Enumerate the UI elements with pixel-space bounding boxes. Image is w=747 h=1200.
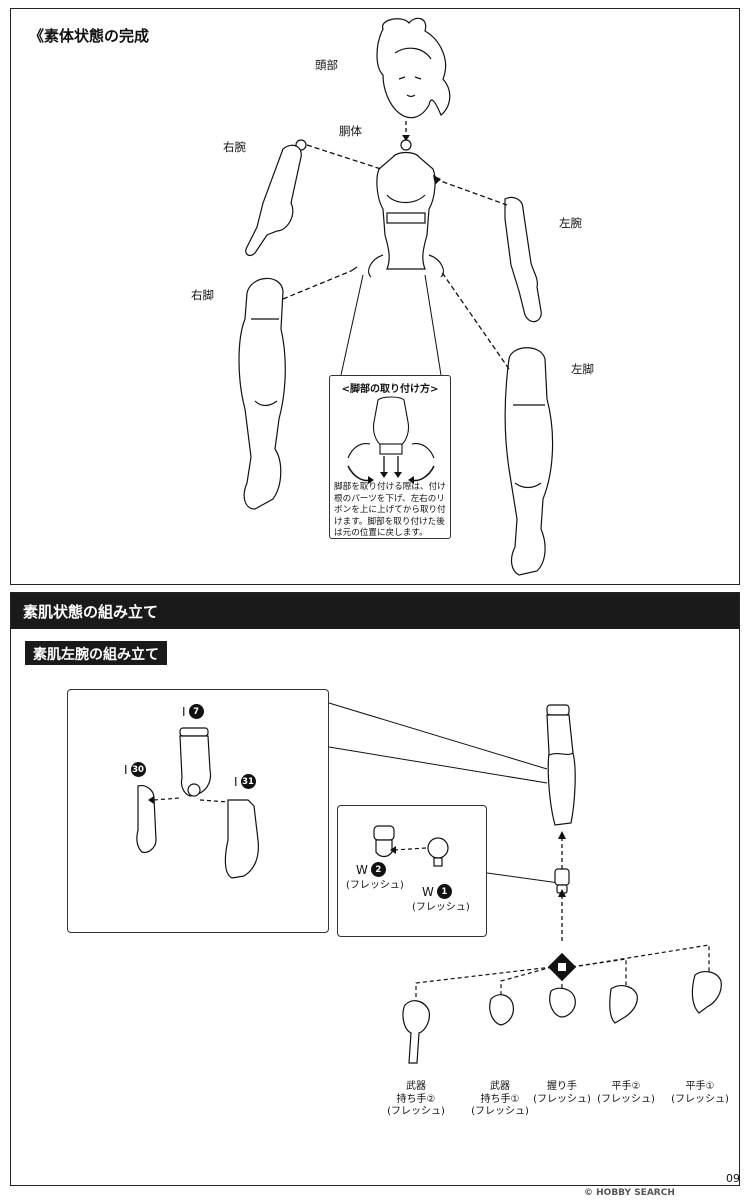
assembled-upper-arm bbox=[546, 704, 576, 826]
hand-caption: 武器 持ち手② (フレッシュ) bbox=[387, 1081, 445, 1117]
part-id-w1: W 1 bbox=[422, 884, 452, 899]
part-number-badge: 30 bbox=[130, 762, 146, 777]
wrist-joint-parts-illustration bbox=[373, 825, 449, 867]
hand-caption: 平手② (フレッシュ) bbox=[597, 1081, 655, 1105]
page-number: 09 bbox=[726, 1172, 740, 1185]
inset-title: <脚部の取り付け方> bbox=[341, 384, 439, 395]
left-leg-connector bbox=[440, 270, 510, 370]
part-prefix: I bbox=[182, 704, 186, 719]
part-number-badge: 1 bbox=[436, 884, 452, 899]
left-leg-illustration bbox=[504, 347, 554, 576]
bottom-section-frame: 素肌状態の組み立て 素肌左腕の組み立て bbox=[10, 592, 740, 1186]
label-torso: 胴体 bbox=[339, 124, 362, 138]
part-caption-w2: (フレッシュ) bbox=[346, 880, 404, 891]
hands-illustration bbox=[402, 971, 722, 1064]
inset-description: 脚部を取り付ける際は、付け根のパーツを下げ、左右のリボンを上に上げてから取り付け… bbox=[334, 482, 446, 539]
choice-diamond-icon bbox=[547, 952, 577, 982]
section-title-completed-body: 《素体状態の完成 bbox=[29, 27, 150, 45]
upper-arm-parts-callout: I 7 I 30 I 31 bbox=[67, 689, 329, 933]
subheader-bare-left-arm: 素肌左腕の組み立て bbox=[25, 641, 167, 665]
hand-caption: 武器 持ち手① (フレッシュ) bbox=[471, 1081, 529, 1117]
right-leg-connector bbox=[282, 270, 352, 300]
part-id-w2: W 2 bbox=[356, 862, 386, 877]
part-id-i31: I 31 bbox=[234, 774, 256, 789]
wrist-joint-parts-callout: W 2 (フレッシュ) W 1 (フレッシュ) bbox=[337, 805, 487, 937]
left-arm-illustration bbox=[504, 196, 542, 323]
part-id-i7: I 7 bbox=[182, 704, 204, 719]
label-right-arm: 右腕 bbox=[223, 140, 246, 154]
label-right-leg: 右脚 bbox=[191, 288, 214, 302]
head-illustration bbox=[376, 17, 451, 119]
label-left-arm: 左腕 bbox=[559, 216, 582, 230]
section-header-bare-skin-assembly: 素肌状態の組み立て bbox=[11, 593, 739, 629]
left-arm-connector bbox=[434, 178, 508, 206]
right-arm-connector bbox=[306, 144, 382, 170]
assembly-diagram bbox=[238, 17, 554, 576]
hand-branch-lines bbox=[415, 944, 710, 1003]
torso-illustration bbox=[368, 139, 444, 278]
upper-arm-parts-illustration bbox=[136, 727, 259, 879]
part-prefix: W bbox=[422, 884, 434, 899]
part-caption-w1: (フレッシュ) bbox=[412, 902, 470, 913]
right-arm-illustration bbox=[245, 139, 307, 257]
part-number-badge: 7 bbox=[188, 704, 204, 719]
label-left-leg: 左脚 bbox=[571, 362, 594, 376]
left-arm-assembly-diagram bbox=[328, 702, 722, 1064]
leg-attachment-inset: <脚部の取り付け方> 脚部を取り付ける際は、付け根のパーツを下げ、左右のリボンを… bbox=[329, 375, 451, 539]
part-id-i30: I 30 bbox=[124, 762, 146, 777]
part-number-badge: 31 bbox=[240, 774, 256, 789]
leg-attachment-illustration bbox=[347, 396, 435, 484]
part-prefix: I bbox=[234, 774, 238, 789]
top-section-frame: 《素体状態の完成 bbox=[10, 8, 740, 585]
watermark: © HOBBY SEARCH bbox=[584, 1188, 675, 1198]
hand-caption: 平手① (フレッシュ) bbox=[671, 1081, 729, 1105]
label-head: 頭部 bbox=[315, 58, 338, 72]
right-leg-illustration bbox=[238, 277, 286, 510]
hand-caption: 握り手 (フレッシュ) bbox=[533, 1081, 591, 1105]
part-prefix: I bbox=[124, 762, 128, 777]
part-number-badge: 2 bbox=[370, 862, 386, 877]
part-prefix: W bbox=[356, 862, 368, 877]
